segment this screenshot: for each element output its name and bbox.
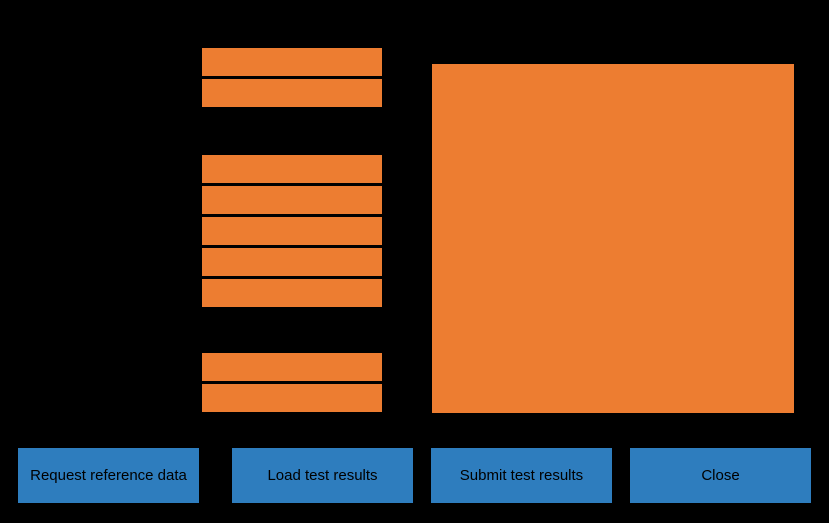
field-row[interactable] bbox=[201, 383, 383, 413]
field-group-bottom bbox=[201, 352, 383, 413]
field-row[interactable] bbox=[201, 185, 383, 215]
field-row[interactable] bbox=[201, 352, 383, 382]
submit-test-results-button[interactable]: Submit test results bbox=[431, 448, 612, 503]
field-row[interactable] bbox=[201, 47, 383, 77]
close-button[interactable]: Close bbox=[630, 448, 811, 503]
field-group-middle bbox=[201, 154, 383, 308]
field-row[interactable] bbox=[201, 78, 383, 108]
field-row[interactable] bbox=[201, 278, 383, 308]
load-test-results-button[interactable]: Load test results bbox=[232, 448, 413, 503]
field-row[interactable] bbox=[201, 247, 383, 277]
field-group-top bbox=[201, 47, 383, 108]
field-row[interactable] bbox=[201, 154, 383, 184]
button-bar: Request reference data Load test results… bbox=[0, 448, 829, 504]
content-panel[interactable] bbox=[431, 63, 795, 414]
field-row[interactable] bbox=[201, 216, 383, 246]
request-reference-data-button[interactable]: Request reference data bbox=[18, 448, 199, 503]
